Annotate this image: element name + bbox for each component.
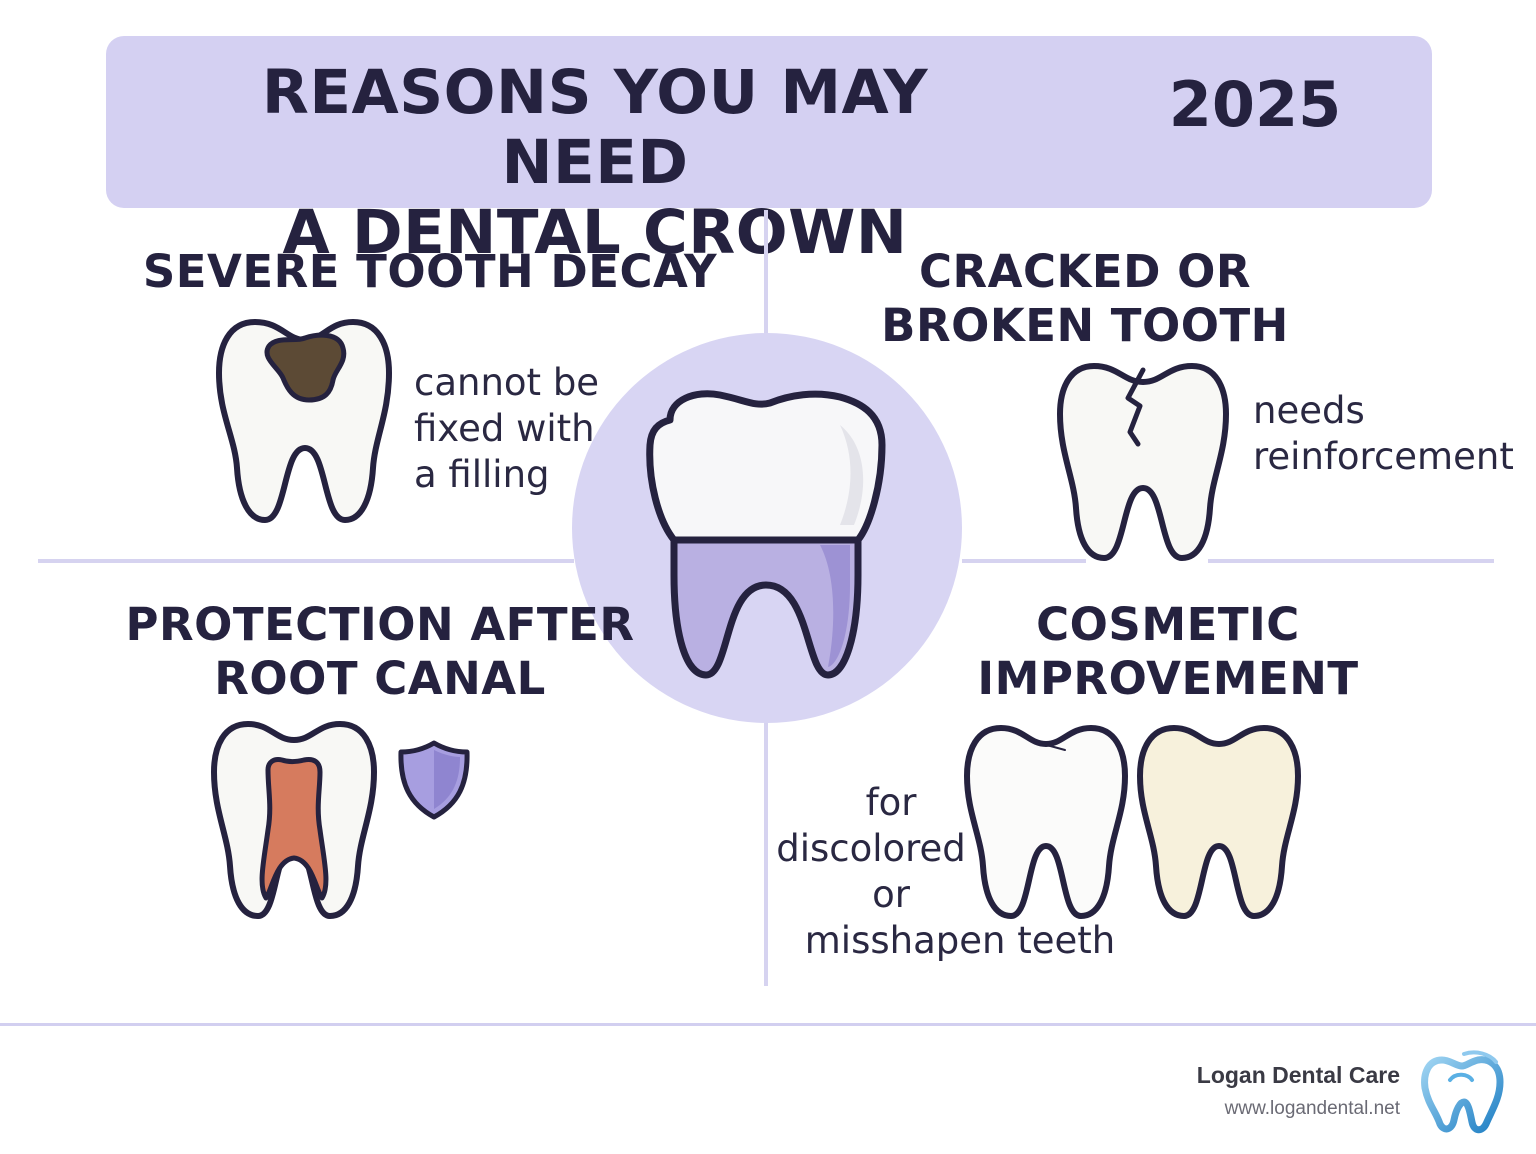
cosmetic-caption: for discolored or misshapen teeth xyxy=(776,780,1116,964)
root-canal-heading: PROTECTION AFTER ROOT CANAL xyxy=(120,598,640,706)
root-canal-heading-line2: ROOT CANAL xyxy=(214,652,546,705)
brand-url: www.logandental.net xyxy=(1224,1098,1400,1119)
cracked-heading: CRACKED OR BROKEN TOOTH xyxy=(870,245,1300,353)
white-tooth-icon xyxy=(964,725,1128,919)
cracked-caption-line2: reinforcement xyxy=(1253,435,1514,478)
cosmetic-caption-line2: discolored xyxy=(776,827,966,870)
cosmetic-heading-line2: IMPROVEMENT xyxy=(977,652,1359,705)
year-label: 2025 xyxy=(1168,68,1342,141)
shield-icon xyxy=(398,740,470,820)
decay-caption-line2: fixed with xyxy=(414,407,595,450)
cosmetic-caption-line1: for xyxy=(865,781,917,824)
header-banner xyxy=(106,36,1432,208)
page-title: REASONS YOU MAY NEED A DENTAL CROWN xyxy=(160,58,1030,268)
cracked-caption-line1: needs xyxy=(1253,389,1365,432)
cracked-tooth-icon xyxy=(1057,363,1229,561)
vertical-divider-top xyxy=(764,210,768,334)
horizontal-divider-right xyxy=(962,559,1086,563)
cosmetic-heading: COSMETIC IMPROVEMENT xyxy=(960,598,1376,706)
cosmetic-caption-line3: or xyxy=(872,873,910,916)
brand-name: Logan Dental Care xyxy=(1196,1062,1400,1088)
root-canal-heading-line1: PROTECTION AFTER xyxy=(125,598,635,651)
cracked-heading-line1: CRACKED OR xyxy=(918,245,1252,298)
decay-caption-line3: a filling xyxy=(414,453,550,496)
logo-tooth-icon xyxy=(1421,1050,1504,1134)
cracked-caption: needs reinforcement xyxy=(1253,388,1514,480)
crown-tooth-icon xyxy=(646,390,886,679)
decayed-tooth-icon xyxy=(216,319,392,523)
discolored-tooth-icon xyxy=(1137,725,1301,919)
cracked-heading-line2: BROKEN TOOTH xyxy=(881,299,1289,352)
root-canal-tooth-icon xyxy=(211,721,377,919)
footer-divider xyxy=(0,1023,1536,1026)
horizontal-divider-right-end xyxy=(1208,559,1494,563)
vertical-divider-bottom xyxy=(764,722,768,986)
horizontal-divider-left xyxy=(38,559,574,563)
decay-heading: SEVERE TOOTH DECAY xyxy=(142,245,718,298)
decay-caption-line1: cannot be xyxy=(414,361,600,404)
page-title-line1: REASONS YOU MAY NEED xyxy=(261,57,929,198)
cosmetic-caption-line4: misshapen teeth xyxy=(804,919,1116,962)
page-title-line2: A DENTAL CROWN xyxy=(282,197,908,268)
decay-caption: cannot be fixed with a filling xyxy=(414,360,599,498)
cosmetic-heading-line1: COSMETIC xyxy=(1036,598,1300,651)
